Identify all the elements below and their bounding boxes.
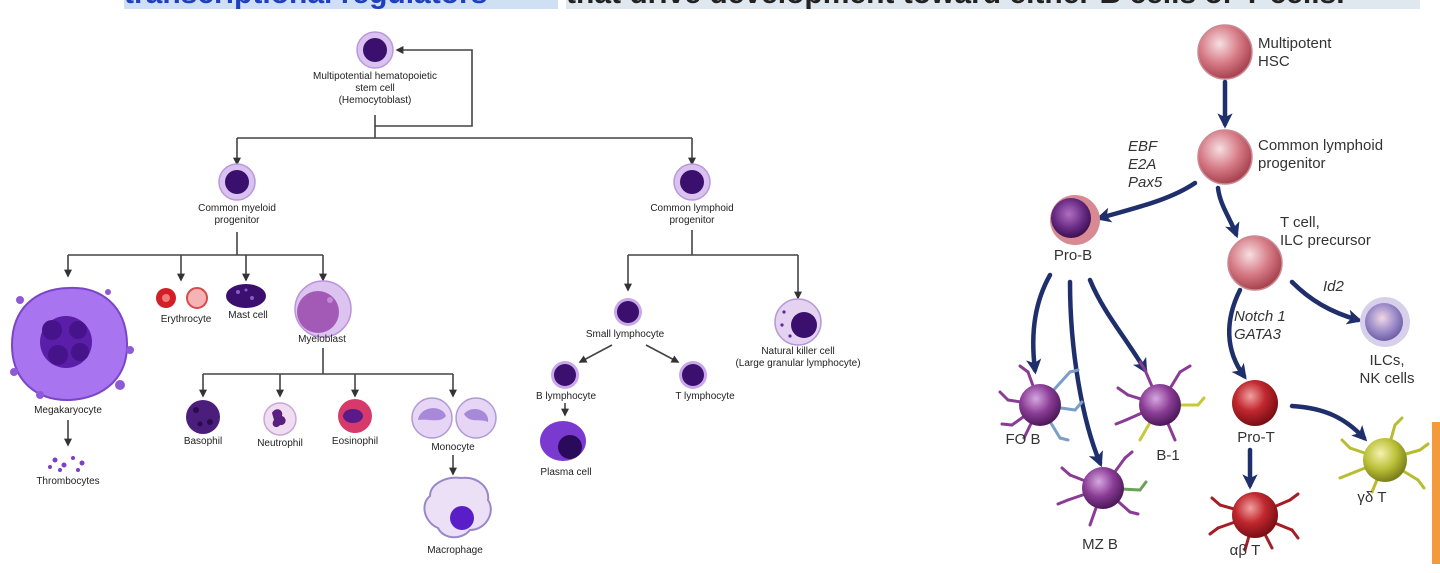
monocyte-label: Monocyte xyxy=(431,442,475,453)
b-lymphocyte-cell xyxy=(551,361,579,389)
hsc-label-line1: Multipotent xyxy=(1258,35,1332,52)
fo-b-label: FO B xyxy=(1005,431,1041,448)
fo-b-cell xyxy=(998,364,1084,442)
pro-b-cell xyxy=(1050,195,1100,245)
pro-b-label: Pro-B xyxy=(1053,247,1093,264)
ilcs-label-line2: NK cells xyxy=(1359,370,1415,387)
heading-banner-part2: that drive development toward either B c… xyxy=(566,0,1420,9)
heading-part1-text: transcriptional regulators xyxy=(124,0,558,9)
clp-label-line2: progenitor xyxy=(1258,155,1326,172)
nk-cell-label-line1: Natural killer cell xyxy=(761,346,835,357)
nk-cell-label: Natural killer cell (Large granular lymp… xyxy=(735,346,860,370)
common-lymphoid-cell-left xyxy=(673,163,711,201)
monocyte-cells xyxy=(411,397,497,439)
erythrocytes xyxy=(156,287,208,309)
common-myeloid-label: Common myeloid progenitor xyxy=(198,203,276,227)
macrophage-cell xyxy=(423,476,492,539)
t-lymphocyte-cell xyxy=(679,361,707,389)
gd-t-label: γδ T xyxy=(1357,489,1387,506)
thrombocytes xyxy=(48,456,85,472)
common-lymphoid-left-line2: progenitor xyxy=(669,215,715,226)
heading-banner-part1: transcriptional regulators xyxy=(124,0,558,9)
mast-cell-label: Mast cell xyxy=(228,310,268,321)
stem-cell-label: Multipotential hematopoietic stem cell (… xyxy=(313,71,437,107)
b-factors-label: EBF E2A Pax5 xyxy=(1128,138,1162,192)
neutrophil-label: Neutrophil xyxy=(257,438,303,449)
stem-cell xyxy=(356,31,394,69)
mz-b-label: MZ B xyxy=(1082,536,1118,553)
common-lymphoid-label-left: Common lymphoid progenitor xyxy=(650,203,733,227)
pro-t-cell xyxy=(1232,380,1278,426)
common-myeloid-label-line2: progenitor xyxy=(214,215,260,226)
t-ilc-label: T cell, ILC precursor xyxy=(1280,214,1371,250)
t-ilc-label-line1: T cell, xyxy=(1280,214,1320,231)
b1-label: B-1 xyxy=(1156,447,1180,464)
macrophage-label: Macrophage xyxy=(427,545,483,556)
plasma-cell xyxy=(540,421,586,461)
ilc-cell xyxy=(1360,297,1410,347)
clp-label: Common lymphoid progenitor xyxy=(1258,137,1383,173)
mast-cell xyxy=(226,284,266,308)
myeloblast-label: Myeloblast xyxy=(298,334,346,345)
neutrophil-cell xyxy=(263,402,297,436)
stem-cell-label-line1: Multipotential hematopoietic xyxy=(313,71,437,82)
megakaryocyte-label: Megakaryocyte xyxy=(34,405,102,416)
common-myeloid-label-line1: Common myeloid xyxy=(198,203,276,214)
nk-cell xyxy=(774,298,822,346)
basophil-label: Basophil xyxy=(183,436,223,447)
b-lymphocyte-label: B lymphocyte xyxy=(535,391,597,402)
t-factor-notch1: Notch 1 xyxy=(1234,308,1286,325)
mz-b-cell xyxy=(1056,450,1148,527)
stem-cell-label-line3: (Hemocytoblast) xyxy=(338,95,412,106)
thrombocytes-label: Thrombocytes xyxy=(36,476,100,487)
eosinophil-label: Eosinophil xyxy=(331,436,379,447)
ilcs-label: ILCs, NK cells xyxy=(1359,352,1414,388)
hsc-label-line2: HSC xyxy=(1258,53,1290,70)
common-myeloid-cell xyxy=(218,163,256,201)
b-factor-e2a: E2A xyxy=(1128,156,1157,173)
id2-label: Id2 xyxy=(1323,278,1344,295)
small-lymphocyte-label: Small lymphocyte xyxy=(585,329,665,340)
t-factor-gata3: GATA3 xyxy=(1234,326,1281,343)
basophil-cell xyxy=(186,400,220,434)
hsc-cell xyxy=(1197,24,1253,80)
b1-cell xyxy=(1114,360,1206,442)
clp-label-line1: Common lymphoid xyxy=(1258,137,1384,154)
t-ilc-label-line2: ILC precursor xyxy=(1280,232,1371,249)
accent-bar xyxy=(1432,422,1440,564)
nk-cell-label-line2: (Large granular lymphocyte) xyxy=(735,358,861,369)
eosinophil-cell xyxy=(338,399,372,433)
right-arrows xyxy=(1026,79,1368,490)
b-factor-ebf: EBF xyxy=(1128,138,1158,155)
ab-t-label: αβ T xyxy=(1229,542,1261,559)
erythrocyte-label: Erythrocyte xyxy=(160,314,212,325)
clp-cell xyxy=(1197,129,1253,185)
left-connectors xyxy=(64,46,802,476)
plasma-cell-label: Plasma cell xyxy=(540,467,592,478)
small-lymphocyte-cell xyxy=(614,298,642,326)
ab-t-cell xyxy=(1208,492,1300,552)
hsc-label: Multipotent HSC xyxy=(1258,35,1331,71)
ilcs-label-line1: ILCs, xyxy=(1369,352,1405,369)
common-lymphoid-left-line1: Common lymphoid xyxy=(650,203,734,214)
gd-t-cell xyxy=(1338,416,1430,494)
stem-cell-label-line2: stem cell xyxy=(355,83,395,94)
t-factors-label: Notch 1 GATA3 xyxy=(1234,308,1286,344)
heading-part2-text: that drive development toward either B c… xyxy=(566,0,1420,9)
t-ilc-precursor-cell xyxy=(1227,235,1283,291)
myeloblast-cell xyxy=(294,280,352,338)
megakaryocyte-cell xyxy=(10,286,134,402)
t-lymphocyte-label: T lymphocyte xyxy=(675,391,735,402)
pro-t-label: Pro-T xyxy=(1237,429,1275,446)
b-factor-pax5: Pax5 xyxy=(1128,174,1163,191)
